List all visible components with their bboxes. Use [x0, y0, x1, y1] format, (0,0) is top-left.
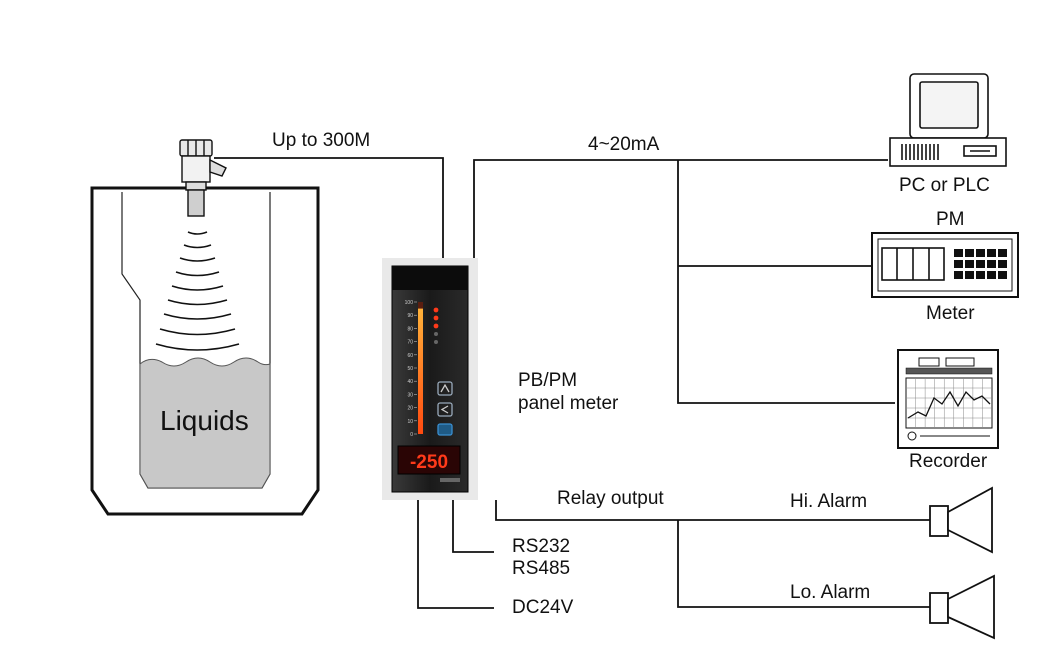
wire-branch-pm-recorder: [677, 160, 895, 404]
ultrasonic-waves: [155, 231, 240, 351]
rs485-label: RS485: [512, 558, 571, 579]
wire-rs232-rs485: [452, 500, 494, 553]
pm-key: [965, 249, 974, 257]
meter-scale-tick-label: 100: [405, 300, 414, 306]
ultrasonic-sensor-icon: [179, 139, 227, 217]
wire-dc24v: [417, 500, 494, 609]
meter-scale-tick-label: 70: [407, 340, 413, 346]
pm-meter-icon: [871, 232, 1019, 298]
meter-scale-tick-label: 80: [407, 326, 413, 332]
meter-scale-tick-label: 0: [410, 432, 413, 438]
pm-key: [998, 249, 1007, 257]
meter-buttons: [437, 381, 453, 436]
pc-icon: [889, 73, 1007, 167]
wire-relay-output: [495, 500, 930, 521]
tank: [90, 186, 320, 516]
current-output-label: 4~20mA: [588, 134, 660, 155]
meter-scale-tick-label: 20: [407, 406, 413, 412]
hi-alarm-horn-icon: [929, 486, 993, 554]
meter-scale-tick-label: 60: [407, 353, 413, 359]
recorder-icon: [897, 349, 999, 449]
pm-key: [954, 271, 963, 279]
wiring: [214, 157, 930, 609]
pc-plc-label: PC or PLC: [899, 175, 990, 196]
meter-scale-tick-label: 40: [407, 379, 413, 385]
meter-scale-tick-label: 10: [407, 419, 413, 425]
meter-label: Meter: [926, 303, 975, 324]
meter-scale-tick-label: 90: [407, 313, 413, 319]
meter-scale-tick-label: 30: [407, 392, 413, 398]
pm-key: [987, 271, 996, 279]
pm-key: [976, 271, 985, 279]
hi-alarm-label: Hi. Alarm: [790, 491, 868, 512]
recorder-label: Recorder: [909, 451, 988, 472]
pm-key: [976, 249, 985, 257]
meter-bar-fill: [418, 308, 423, 434]
meter-left-button: [437, 402, 453, 417]
pm-key: [998, 271, 1007, 279]
panel-meter-label-line2: panel meter: [518, 393, 619, 414]
liquid-body: [139, 357, 271, 489]
meter-up-button: [437, 381, 453, 396]
meter-display-value: -250: [410, 452, 448, 473]
meter-status-leds: [433, 307, 439, 344]
meter-scale-tick-label: 50: [407, 366, 413, 372]
pm-label: PM: [936, 209, 965, 230]
meter-set-button: [437, 423, 453, 436]
pm-key: [954, 260, 963, 268]
lo-alarm-horn-icon: [929, 574, 995, 640]
pm-key: [998, 260, 1007, 268]
pm-key: [954, 249, 963, 257]
pm-key: [987, 260, 996, 268]
wire-lo-alarm: [677, 520, 930, 608]
wire-current-loop: [473, 159, 888, 258]
meter-display-window: [397, 445, 461, 475]
wire-sensor-to-meter: [214, 157, 444, 258]
pm-key: [965, 260, 974, 268]
rs232-label: RS232: [512, 536, 571, 557]
panel-meter-label-line1: PB/PM: [518, 370, 578, 391]
cable-length-label: Up to 300M: [272, 130, 371, 151]
dc24v-label: DC24V: [512, 597, 574, 618]
pm-key: [965, 271, 974, 279]
lo-alarm-label: Lo. Alarm: [790, 582, 871, 603]
pm-key: [987, 249, 996, 257]
pm-key: [976, 260, 985, 268]
relay-output-label: Relay output: [557, 488, 664, 509]
liquids-label: Liquids: [160, 405, 249, 436]
